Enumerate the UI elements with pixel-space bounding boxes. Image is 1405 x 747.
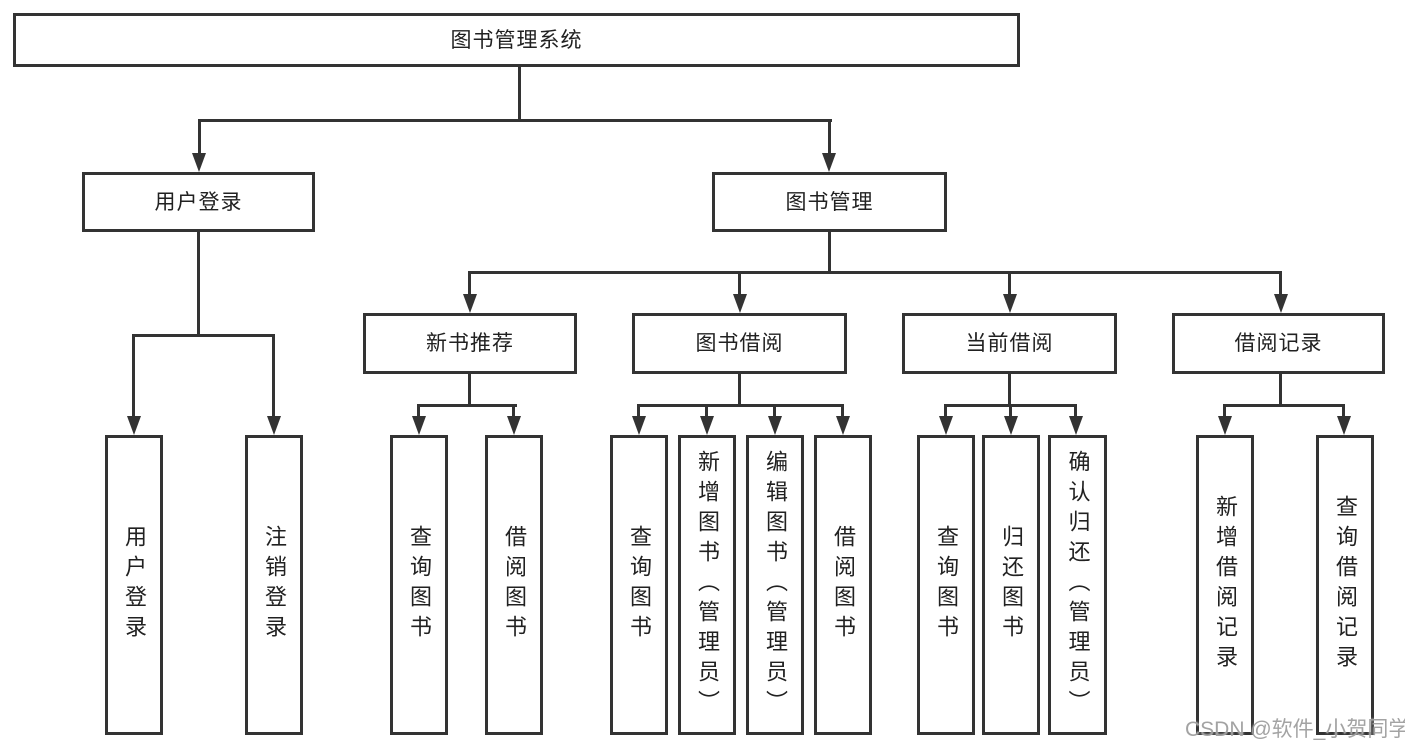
node-query-books-2-label: 查询图书	[627, 525, 652, 645]
connector-drop	[841, 404, 844, 420]
arrow-down-icon	[733, 294, 747, 313]
connector-borrow-records-stub	[1279, 374, 1282, 407]
arrow-down-icon	[1274, 294, 1288, 313]
connector-drop	[1009, 404, 1012, 420]
node-login: 用户登录	[105, 435, 163, 735]
node-borrow-books-2: 借阅图书	[814, 435, 872, 735]
node-confirm-return-admin-label: 确认归还（管理员）	[1065, 450, 1091, 720]
arrow-down-icon	[412, 416, 426, 435]
connector-drop	[705, 404, 708, 420]
arrow-down-icon	[768, 416, 782, 435]
node-query-books-1-label: 查询图书	[407, 525, 432, 645]
arrow-down-icon	[1218, 416, 1232, 435]
connector-user-login-stub	[197, 232, 200, 337]
connector-drop-book-borrow	[738, 271, 741, 299]
node-query-books-3: 查询图书	[917, 435, 975, 735]
connector-new-book-rail	[417, 404, 517, 407]
connector-drop-user-login	[198, 119, 201, 159]
node-new-book-recommendation: 新书推荐	[363, 313, 577, 374]
node-logout: 注销登录	[245, 435, 303, 735]
node-confirm-return-admin: 确认归还（管理员）	[1048, 435, 1107, 735]
connector-book-mgmt-rail	[468, 271, 1282, 274]
connector-current-borrow-stub	[1008, 374, 1011, 407]
connector-drop	[417, 404, 420, 420]
connector-drop-new-book	[468, 271, 471, 299]
connector-drop	[1074, 404, 1077, 420]
node-query-borrow-record-label: 查询借阅记录	[1333, 495, 1358, 675]
node-book-borrowing: 图书借阅	[632, 313, 847, 374]
arrow-down-icon	[192, 153, 206, 172]
node-borrow-books-1-label: 借阅图书	[502, 525, 527, 645]
node-book-management: 图书管理	[712, 172, 947, 232]
node-add-borrow-record: 新增借阅记录	[1196, 435, 1254, 735]
connector-book-borrow-stub	[738, 374, 741, 407]
node-return-books: 归还图书	[982, 435, 1040, 735]
node-borrow-books-1: 借阅图书	[485, 435, 543, 735]
connector-drop-current-borrow	[1008, 271, 1011, 299]
connector-drop-login	[132, 334, 135, 420]
arrow-down-icon	[507, 416, 521, 435]
connector-drop-borrow-records	[1279, 271, 1282, 299]
connector-drop	[1342, 404, 1345, 420]
connector-book-mgmt-stub	[828, 232, 831, 274]
connector-root-rail	[198, 119, 832, 122]
connector-drop	[637, 404, 640, 420]
connector-drop	[944, 404, 947, 420]
node-edit-books-admin-label: 编辑图书（管理员）	[763, 450, 788, 720]
node-library-management-system: 图书管理系统	[13, 13, 1020, 67]
connector-drop	[1223, 404, 1226, 420]
connector-root-stub	[518, 67, 521, 122]
arrow-down-icon	[1004, 416, 1018, 435]
node-query-books-2: 查询图书	[610, 435, 668, 735]
node-query-books-1: 查询图书	[390, 435, 448, 735]
arrow-down-icon	[836, 416, 850, 435]
connector-drop-book-management	[828, 119, 831, 159]
arrow-down-icon	[1069, 416, 1083, 435]
arrow-down-icon	[822, 153, 836, 172]
node-query-borrow-record: 查询借阅记录	[1316, 435, 1374, 735]
arrow-down-icon	[1337, 416, 1351, 435]
connector-user-login-rail	[132, 334, 275, 337]
node-query-books-3-label: 查询图书	[934, 525, 959, 645]
connector-book-borrow-rail	[637, 404, 844, 407]
connector-drop	[512, 404, 515, 420]
connector-borrow-records-rail	[1223, 404, 1344, 407]
arrow-down-icon	[463, 294, 477, 313]
connector-new-book-stub	[468, 374, 471, 407]
node-add-borrow-record-label: 新增借阅记录	[1213, 495, 1238, 675]
arrow-down-icon	[1003, 294, 1017, 313]
arrow-down-icon	[939, 416, 953, 435]
node-edit-books-admin: 编辑图书（管理员）	[746, 435, 804, 735]
arrow-down-icon	[700, 416, 714, 435]
node-login-label: 用户登录	[122, 525, 147, 645]
connector-drop	[773, 404, 776, 420]
node-borrow-books-2-label: 借阅图书	[831, 525, 856, 645]
node-add-books-admin: 新增图书（管理员）	[678, 435, 736, 735]
node-current-borrowing: 当前借阅	[902, 313, 1117, 374]
arrow-down-icon	[632, 416, 646, 435]
node-borrowing-records: 借阅记录	[1172, 313, 1385, 374]
arrow-down-icon	[267, 416, 281, 435]
csdn-watermark: CSDN @软件_小贺同学	[1185, 718, 1405, 741]
node-return-books-label: 归还图书	[999, 525, 1024, 645]
node-add-books-admin-label: 新增图书（管理员）	[695, 450, 720, 720]
arrow-down-icon	[127, 416, 141, 435]
node-logout-label: 注销登录	[262, 525, 287, 645]
node-user-login: 用户登录	[82, 172, 315, 232]
connector-drop-logout	[272, 334, 275, 420]
